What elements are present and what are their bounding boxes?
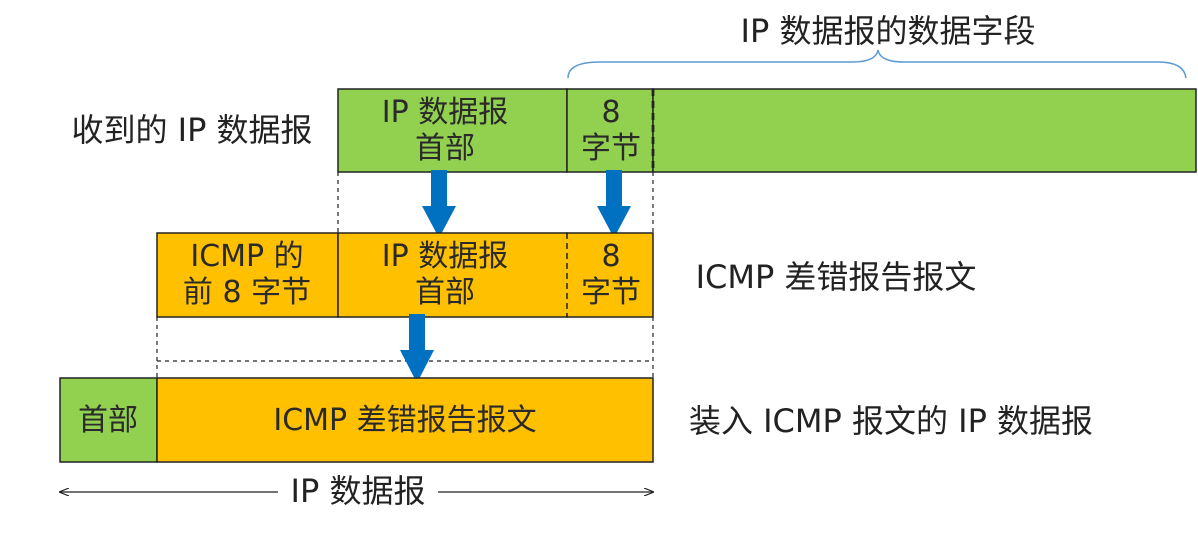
row2-header-line2: 首部: [415, 275, 475, 310]
row1-8-bytes-box: [566, 88, 654, 173]
row2-ip-header-box: [337, 232, 568, 318]
row3-body-label: ICMP 差错报告报文: [273, 403, 536, 438]
row3-header-box: [59, 377, 158, 463]
row2-icmp-first8-box: [156, 232, 339, 318]
row2-bytes-line2: 字节: [581, 275, 641, 310]
row1-bytes-line2: 字节: [581, 131, 641, 166]
row1-rest-data-box: [652, 88, 1197, 173]
packed-datagram-label: 装入 ICMP 报文的 IP 数据报: [689, 402, 1093, 440]
row1-bytes-line1: 8: [601, 95, 620, 130]
received-datagram-label: 收到的 IP 数据报: [71, 111, 312, 149]
arrow-down-icon: [400, 314, 434, 383]
data-field-brace: [567, 49, 1187, 79]
data-field-label: IP 数据报的数据字段: [741, 12, 1036, 50]
row3-icmp-message-box: [156, 377, 654, 463]
row1-header-line1: IP 数据报: [382, 95, 508, 130]
row2-8-bytes-box: [566, 232, 654, 318]
row2-icmp-line1: ICMP 的: [190, 239, 303, 274]
row2-bytes-line1: 8: [601, 239, 620, 274]
row1-header-line2: 首部: [415, 131, 475, 166]
icmp-message-label: ICMP 差错报告报文: [696, 258, 977, 296]
ip-datagram-span-label: IP 数据报: [291, 472, 426, 510]
row2-icmp-line2: 前 8 字节: [183, 275, 311, 310]
row2-header-line1: IP 数据报: [382, 239, 508, 274]
row1-ip-header-box: [337, 88, 568, 173]
arrow-down-icon: [422, 170, 456, 238]
arrow-down-icon: [597, 170, 631, 238]
row3-header-label: 首部: [78, 403, 138, 438]
